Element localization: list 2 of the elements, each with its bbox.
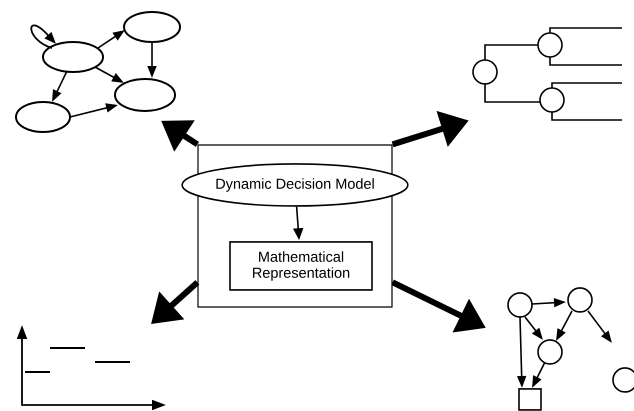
process-box: Mathematical Representation xyxy=(229,241,373,291)
frame-box xyxy=(197,144,393,308)
